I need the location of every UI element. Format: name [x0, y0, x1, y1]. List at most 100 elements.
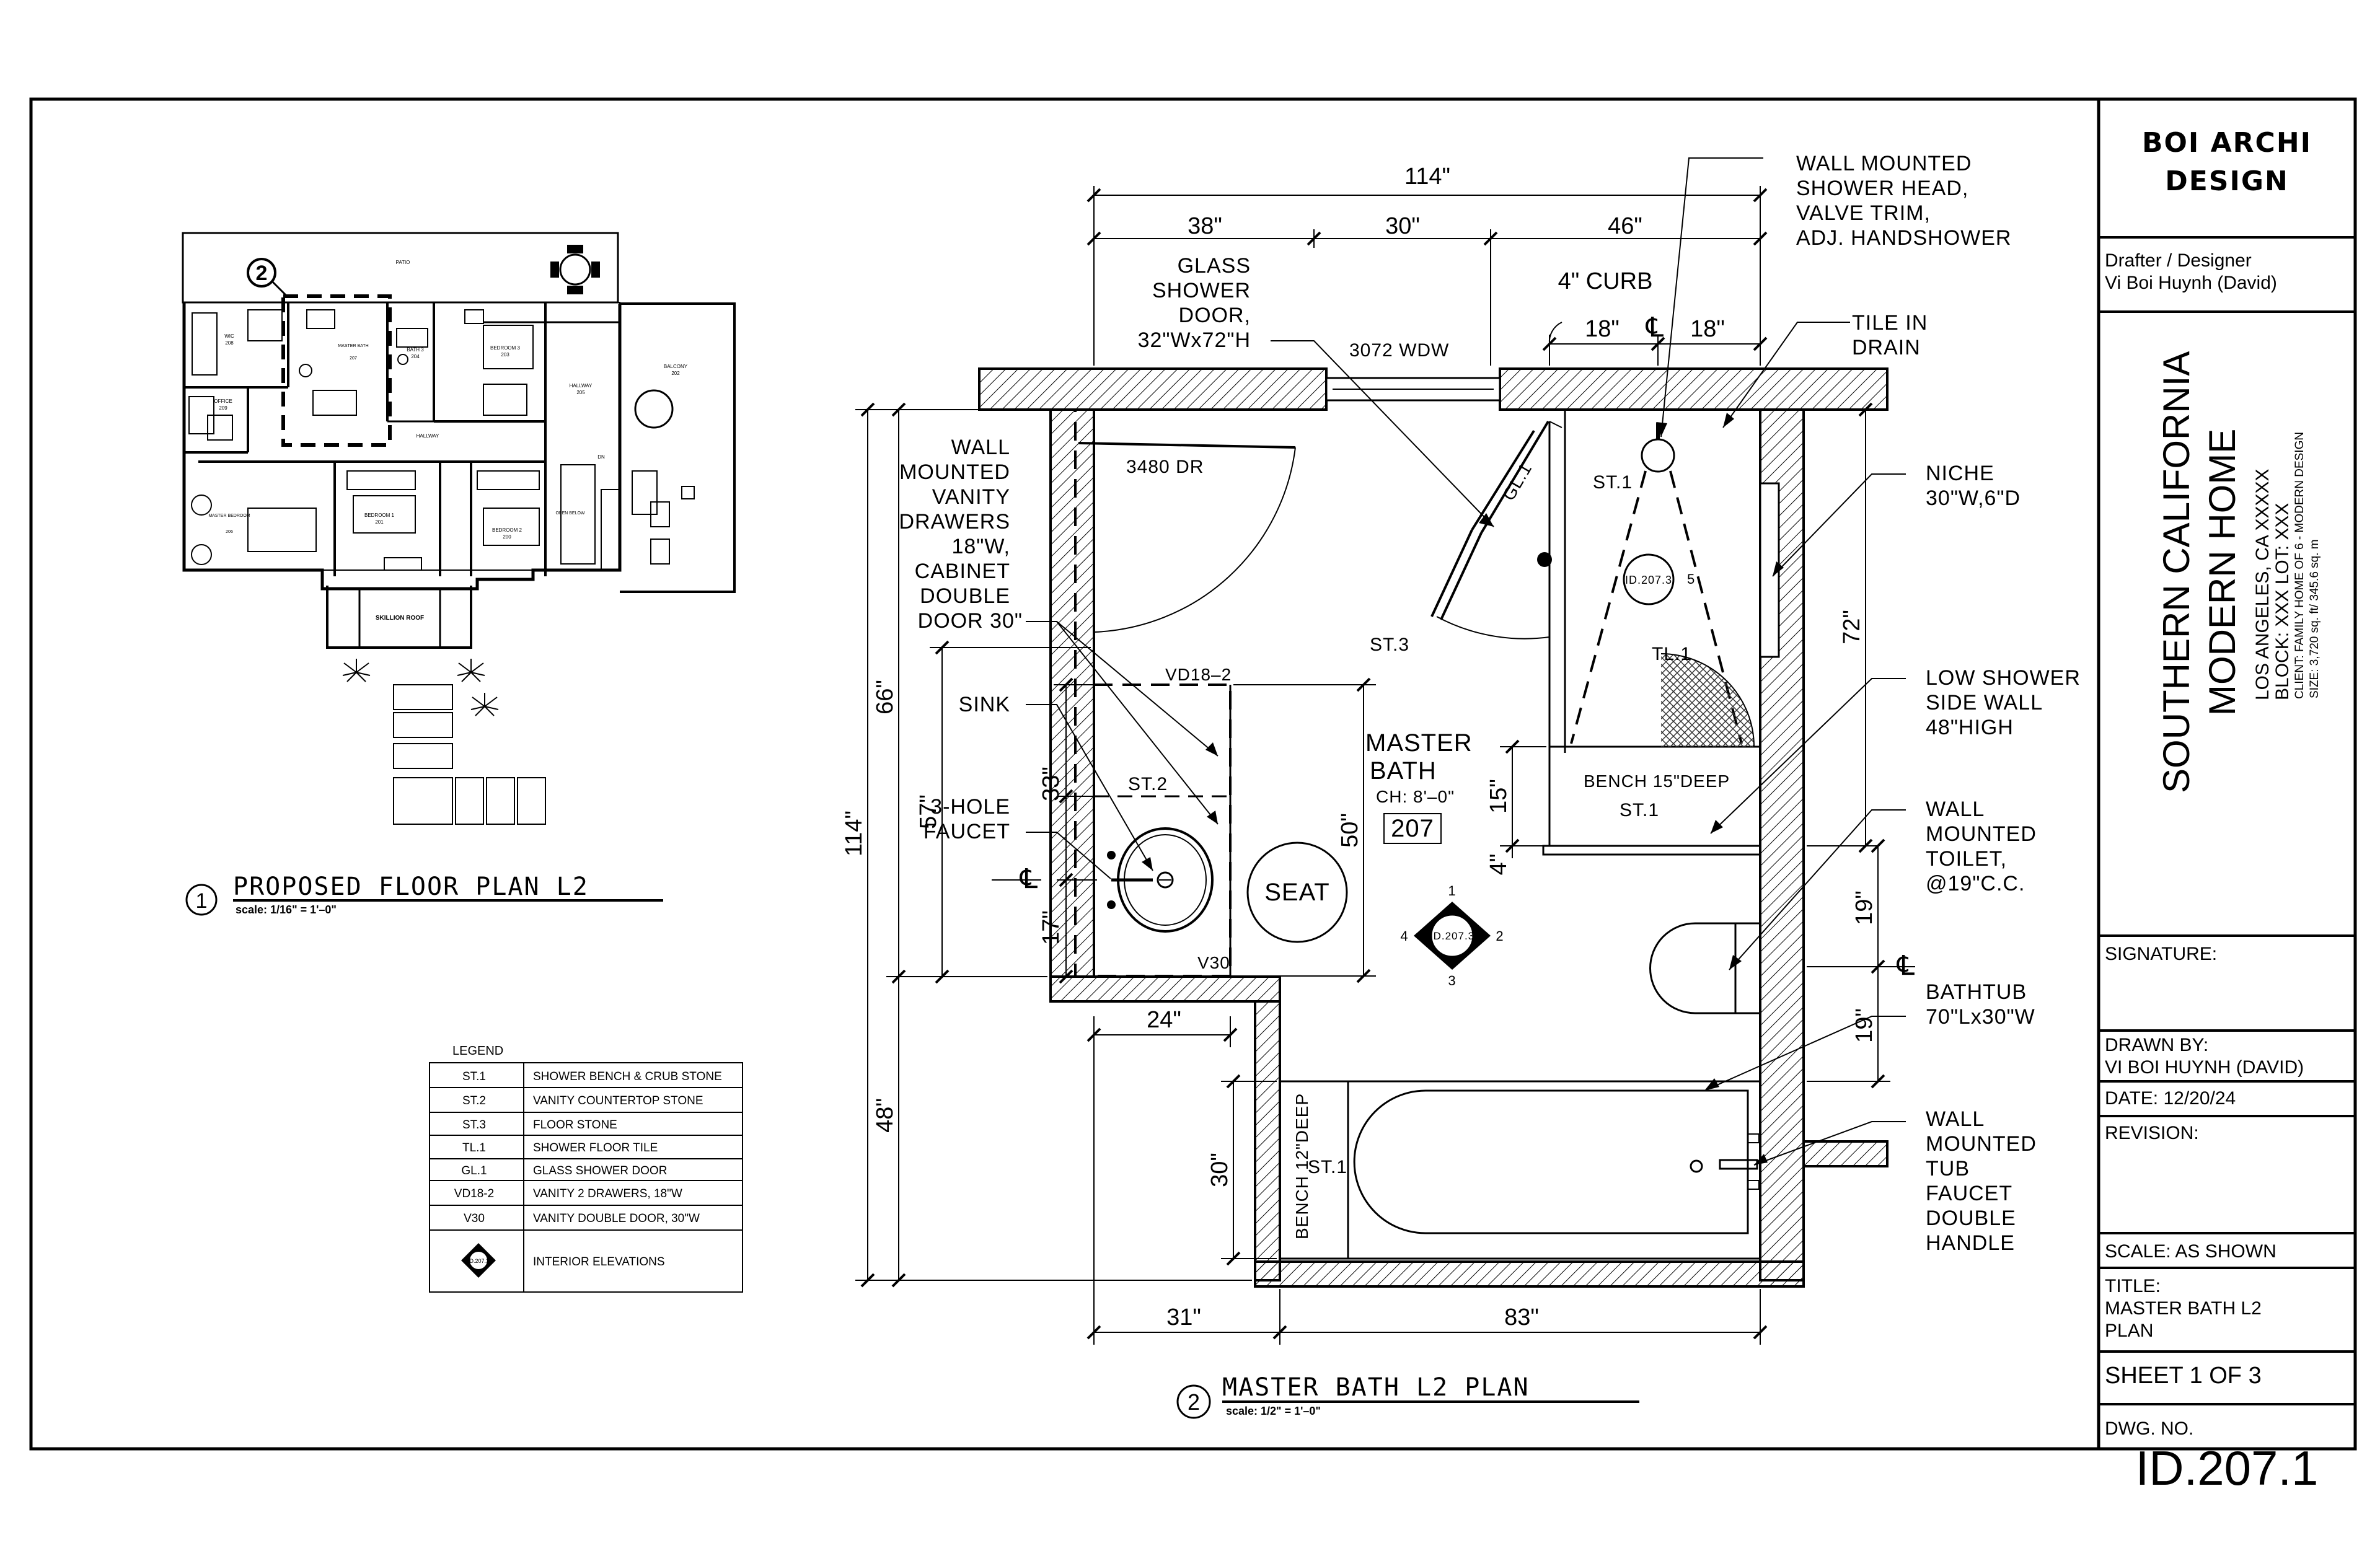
legend-desc-5: GLASS SHOWER DOOR — [533, 1164, 667, 1177]
project-block-lot: BLOCK: XXX LOT: XXX — [2272, 503, 2293, 700]
shower-elev-5: 5 — [1687, 571, 1695, 587]
scale-value: SCALE: AS SHOWN — [2105, 1241, 2276, 1262]
wall-left-upper — [1049, 408, 1095, 978]
legend-code-4: TL.1 — [462, 1141, 486, 1154]
st1-shower: ST.1 — [1593, 472, 1633, 493]
legend-desc-2: VANITY COUNTERTOP STONE — [533, 1094, 703, 1107]
bath-title: MASTER BATH L2 PLAN — [1222, 1373, 1530, 1402]
firm-line1: BOI ARCHI — [2141, 127, 2312, 159]
st2-label: ST.2 — [1128, 774, 1168, 794]
fp-bedroom2-no: 200 — [503, 534, 511, 540]
bench-tub-label: BENCH 12"DEEP — [1292, 1093, 1311, 1239]
vanity-line8: DOOR 30" — [918, 609, 1023, 633]
fp-dn: DN — [597, 454, 605, 460]
vanity-wall-dash — [1074, 408, 1095, 978]
toilet-tank — [1734, 922, 1761, 1014]
wall-step — [1049, 975, 1281, 1003]
dim-33: 33" — [1038, 767, 1064, 801]
bathtub-basin — [1353, 1089, 1749, 1234]
dim-66: 66" — [872, 680, 898, 714]
floor-plan-l2: PATIO 2 — [182, 232, 736, 916]
fp-bedroom1-no: 201 — [375, 519, 384, 525]
project-line1: SOUTHERN CALIFORNIA — [2156, 351, 2197, 793]
dim-4: 4" — [1486, 854, 1512, 876]
legend-desc-4: SHOWER FLOOR TILE — [533, 1141, 658, 1154]
legend-code-1: ST.1 — [462, 1070, 486, 1083]
fp-scale: scale: 1/16" = 1'–0" — [236, 903, 337, 916]
door-leaf — [1078, 442, 1296, 449]
signature-cell: SIGNATURE: — [2099, 937, 2355, 1032]
glass-door-line2: SHOWER — [1152, 279, 1251, 302]
glass-door-line1: GLASS — [1178, 254, 1251, 278]
glass-door-line4: 32"Wx72"H — [1138, 328, 1251, 352]
tub-faucet-line1: WALL — [1926, 1107, 1985, 1131]
bathtub-line2: 70"Lx30"W — [1926, 1005, 2035, 1029]
dimension-lines — [855, 186, 1909, 1345]
st1-bench: ST.1 — [1620, 800, 1659, 820]
fp-master-bedroom: MASTER BEDROOM — [208, 514, 250, 518]
fp-balcony: BALCONY — [664, 364, 688, 369]
legend-title: LEGEND — [452, 1044, 503, 1058]
elev-marker-4: 4 — [1400, 928, 1408, 944]
fp-title-circle — [185, 884, 218, 916]
dim-24: 24" — [1147, 1007, 1181, 1033]
fp-bath3: BATH 3 — [407, 347, 424, 353]
firm-name: BOI ARCHI DESIGN — [2099, 99, 2355, 239]
sheet-border — [29, 97, 2357, 1451]
sink-label: SINK — [959, 693, 1010, 716]
drawn-by-name: VI BOI HUYNH (DAVID) — [2105, 1057, 2304, 1078]
wall-top-right — [1499, 367, 1889, 411]
legend-desc-3: FLOOR STONE — [533, 1119, 617, 1132]
fp-open-below: OPEN BELOW — [555, 511, 584, 516]
patio-table-icon — [550, 245, 600, 294]
dim-centerline-sink: ℄ — [1020, 864, 1038, 894]
bathtub-outline — [1279, 1080, 1761, 1260]
dim-72: 72" — [1839, 610, 1865, 644]
fp-office: OFFICE — [214, 398, 232, 404]
fp-bath3-no: 204 — [411, 354, 420, 359]
dwg-cell: DWG. NO. ID.207.1 — [2099, 1405, 2355, 1495]
title-block: BOI ARCHI DESIGN Drafter / Designer Vi B… — [2099, 99, 2355, 1495]
shower-elev-text: ID.207.3 — [1625, 574, 1672, 586]
vanity-line3: VANITY — [932, 485, 1010, 509]
fp-hallway: HALLWAY — [416, 433, 439, 439]
vanity-outline — [1093, 684, 1232, 977]
elev-marker-3: 3 — [1448, 973, 1456, 988]
dim-18a: 18" — [1585, 316, 1620, 342]
project-title-vertical: SOUTHERN CALIFORNIA MODERN HOME LOS ANGE… — [2156, 351, 2321, 793]
legend-code-2: ST.2 — [462, 1094, 486, 1107]
niche-line1: NICHE — [1926, 462, 1994, 485]
door-label: 3480 DR — [1126, 457, 1204, 477]
window-label: 3072 WDW — [1349, 340, 1449, 361]
low-wall-line3: 48"HIGH — [1926, 716, 2014, 739]
dim-31: 31" — [1166, 1304, 1201, 1330]
fp-bedroom3-no: 203 — [501, 352, 509, 358]
seat-label: SEAT — [1264, 879, 1330, 906]
fp-bedroom2: BEDROOM 2 — [492, 527, 522, 533]
ceiling-height: CH: 8'–0" — [1376, 787, 1455, 806]
fp-callout-number: 2 — [256, 262, 268, 285]
valve-dot — [1537, 552, 1552, 567]
annotations: GLASS SHOWER DOOR, 32"Wx72"H WALL MOUNTE… — [899, 152, 2079, 1255]
door-swing — [1093, 447, 1296, 633]
room-name-line2: BATH — [1370, 757, 1437, 785]
tub-faucet-line3: TUB — [1926, 1157, 1970, 1180]
shower-head-line3: VALVE TRIM, — [1796, 201, 1931, 225]
legend-desc-1: SHOWER BENCH & CRUB STONE — [533, 1070, 722, 1083]
vanity-line7: DOUBLE — [920, 584, 1010, 608]
firm-line2: DESIGN — [2165, 165, 2289, 197]
dim-curb: 4" CURB — [1558, 268, 1653, 294]
faucet-line2: FAUCET — [923, 820, 1010, 843]
shower-head-line4: ADJ. HANDSHOWER — [1796, 226, 2011, 250]
elev-marker-2: 2 — [1496, 928, 1504, 944]
faucet-line1: 3-HOLE — [930, 795, 1010, 819]
legend-desc-7: VANITY DOUBLE DOOR, 30"W — [533, 1212, 700, 1225]
vanity-line4: DRAWERS — [899, 510, 1010, 534]
dim-30: 30" — [1385, 213, 1420, 239]
fp-wic-no: 208 — [225, 340, 234, 346]
drafter-label: Drafter / Designer — [2105, 250, 2252, 271]
tub-drain — [1690, 1159, 1703, 1173]
legend-code-5: GL.1 — [461, 1164, 487, 1177]
bath-title-circle — [1176, 1384, 1211, 1419]
